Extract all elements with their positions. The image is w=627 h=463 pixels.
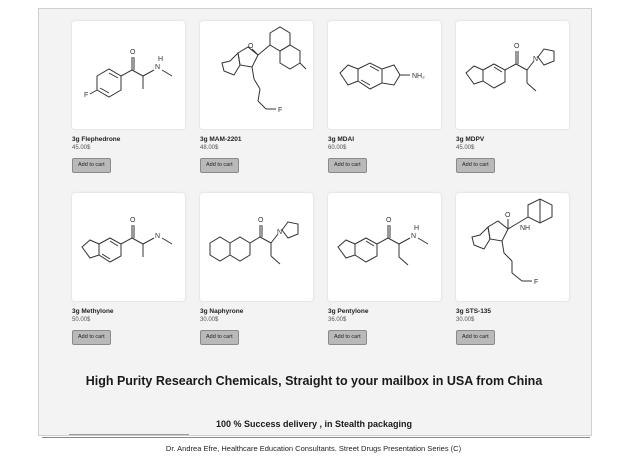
svg-text:H: H — [158, 56, 163, 63]
product-image[interactable]: NH₂ — [328, 21, 441, 129]
add-to-cart-button[interactable]: Add to cart — [456, 330, 495, 345]
product-grid: F O N H 3g Flephedrone 45.00$ — [72, 21, 572, 345]
product-card[interactable]: O N 3g Naphyrone 30.00$ Add to cart — [200, 193, 313, 345]
product-card[interactable]: O F 3g MAM-2201 48.00$ Add to cart — [200, 21, 313, 173]
product-card[interactable]: NH O F 3g STS-135 30.00 — [456, 193, 569, 345]
svg-text:O: O — [130, 49, 136, 56]
product-image[interactable]: O N — [456, 21, 569, 129]
product-card[interactable]: O N 3g Methylone 50.00$ Add to cart — [72, 193, 185, 345]
product-price: 45.00$ — [72, 145, 91, 151]
mdpv-structure-icon: O N — [465, 43, 555, 92]
product-image[interactable]: O N — [72, 193, 185, 301]
svg-text:N: N — [533, 56, 538, 63]
add-to-cart-button[interactable]: Add to cart — [72, 330, 111, 345]
product-image[interactable]: O F — [200, 21, 313, 129]
svg-text:O: O — [514, 43, 520, 50]
product-image[interactable]: O N — [200, 193, 313, 301]
product-name[interactable]: 3g Naphyrone — [200, 308, 244, 315]
add-to-cart-button[interactable]: Add to cart — [200, 330, 239, 345]
product-name[interactable]: 3g Flephedrone — [72, 136, 121, 143]
product-name[interactable]: 3g Methylone — [72, 308, 114, 315]
webpage-screenshot: F O N H 3g Flephedrone 45.00$ — [38, 8, 592, 436]
svg-text:N: N — [155, 233, 160, 240]
add-to-cart-button[interactable]: Add to cart — [456, 158, 495, 173]
add-to-cart-button[interactable]: Add to cart — [328, 330, 367, 345]
svg-text:F: F — [84, 92, 88, 99]
product-price: 60.00$ — [328, 145, 347, 151]
add-to-cart-button[interactable]: Add to cart — [200, 158, 239, 173]
flephedrone-structure-icon: F O N H — [84, 49, 173, 99]
scrollbar[interactable] — [69, 434, 189, 435]
methylone-structure-icon: O N — [81, 217, 173, 263]
product-image[interactable]: NH O F — [456, 193, 569, 301]
divider — [42, 437, 590, 438]
product-card[interactable]: O N 3g MDPV 45.00$ Add to cart — [456, 21, 569, 173]
product-name[interactable]: 3g STS-135 — [456, 308, 492, 315]
svg-text:O: O — [258, 217, 264, 224]
mam2201-structure-icon: O F — [221, 26, 307, 114]
pentylone-structure-icon: O N H — [337, 217, 429, 266]
headline: High Purity Research Chemicals, Straight… — [85, 374, 543, 388]
product-price: 36.00$ — [328, 317, 347, 323]
sts135-structure-icon: NH O F — [471, 198, 553, 286]
product-name[interactable]: 3g MAM-2201 — [200, 136, 242, 143]
product-price: 45.00$ — [456, 145, 475, 151]
product-image[interactable]: O N H — [328, 193, 441, 301]
product-card[interactable]: F O N H 3g Flephedrone 45.00$ — [72, 21, 185, 173]
product-price: 30.00$ — [200, 317, 219, 323]
svg-text:N: N — [411, 233, 416, 240]
product-card[interactable]: NH₂ 3g MDAI 60.00$ Add to cart — [328, 21, 441, 173]
footer-credit: Dr. Andrea Efre, Healthcare Education Co… — [165, 444, 462, 453]
svg-text:H: H — [414, 225, 419, 232]
product-name[interactable]: 3g Pentylone — [328, 308, 369, 315]
product-name[interactable]: 3g MDAI — [328, 136, 354, 143]
svg-text:N: N — [155, 64, 160, 71]
add-to-cart-button[interactable]: Add to cart — [72, 158, 111, 173]
naphyrone-structure-icon: O N — [209, 217, 299, 265]
product-card[interactable]: O N H 3g Pentylone 36.00$ Add to cart — [328, 193, 441, 345]
svg-text:O: O — [248, 43, 254, 50]
product-price: 30.00$ — [456, 317, 475, 323]
svg-text:O: O — [386, 217, 392, 224]
mdai-structure-icon: NH₂ — [339, 62, 425, 90]
svg-text:F: F — [534, 279, 538, 286]
svg-text:F: F — [278, 107, 282, 114]
product-price: 50.00$ — [72, 317, 91, 323]
svg-text:O: O — [130, 217, 136, 224]
svg-text:NH: NH — [520, 225, 530, 232]
svg-text:N: N — [277, 229, 282, 236]
add-to-cart-button[interactable]: Add to cart — [328, 158, 367, 173]
subline: 100 % Success delivery , in Stealth pack… — [215, 419, 413, 429]
product-price: 48.00$ — [200, 145, 219, 151]
svg-text:O: O — [505, 212, 511, 219]
product-name[interactable]: 3g MDPV — [456, 136, 485, 143]
svg-text:NH₂: NH₂ — [412, 73, 425, 80]
product-image[interactable]: F O N H — [72, 21, 185, 129]
